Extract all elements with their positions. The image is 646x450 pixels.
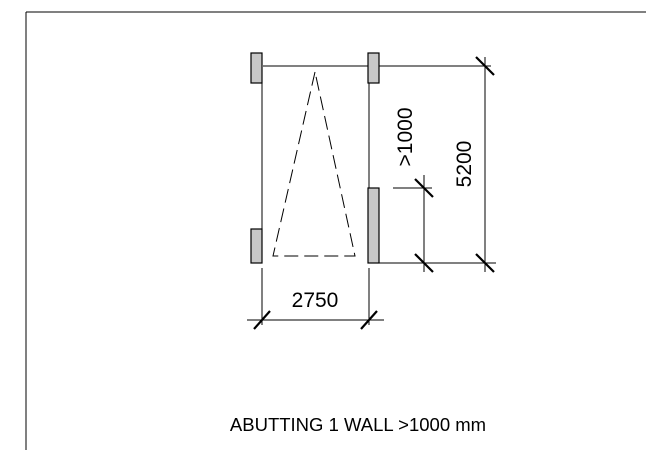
width-tick-right <box>360 310 378 330</box>
structural-posts <box>250 52 380 264</box>
abutting-wall <box>367 187 380 264</box>
width-tick-left <box>253 310 271 330</box>
length-dimension-label: 5200 <box>453 141 476 188</box>
width-dimension-label: 2750 <box>292 289 339 312</box>
clearance-tick-top <box>414 178 434 198</box>
post-top-left <box>250 52 263 84</box>
length-tick-top <box>475 56 495 76</box>
post-top-right <box>367 52 380 84</box>
car-clearance-triangle <box>272 71 356 257</box>
clearance-tick-bottom <box>414 253 434 273</box>
drawing-frame <box>25 11 646 450</box>
post-bottom-left <box>250 228 263 264</box>
dimension-wall-clearance <box>393 175 434 273</box>
parking-bay <box>261 65 379 232</box>
dimension-length <box>379 56 496 273</box>
dimension-width <box>247 268 384 330</box>
diagram-caption: ABUTTING 1 WALL >1000 mm <box>230 414 486 435</box>
wall-clearance-label: >1000 <box>394 108 417 167</box>
length-tick-bottom <box>475 253 495 273</box>
